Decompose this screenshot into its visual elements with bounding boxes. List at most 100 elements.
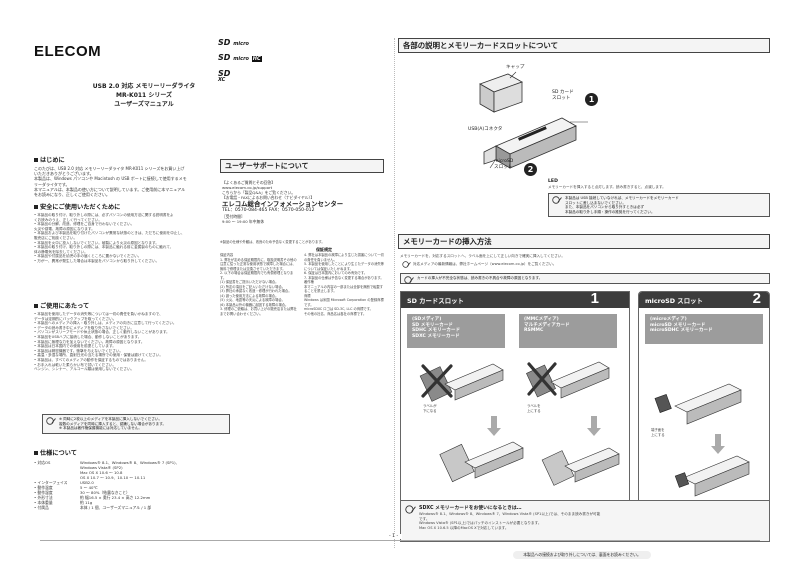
caution-section: ご使用にあたって • 本製品を使用したデータの消失等については一切の責任を負いか… bbox=[34, 301, 234, 372]
usage-note-line: ※ 同時に2枚以上のメディアを本製品に挿入しないでください。 bbox=[59, 417, 163, 421]
terms-title: 保証規定 bbox=[316, 247, 332, 252]
safety-line: • 本製品の取り付け、取り外しの際には、必ずパソコンの使用方法に関する説明書をよ bbox=[34, 213, 174, 217]
usage-note-line: ※ 本製品は著作権保護機能には対応していません。 bbox=[59, 426, 142, 431]
caution-title-text: ご使用にあたって bbox=[40, 303, 90, 310]
parts-header: 各部の説明とメモリーカードスロットについて bbox=[398, 38, 770, 53]
middle-column: SD micro SD micro HC SD XC ユーザーサポートについて … bbox=[218, 38, 386, 548]
micro-logo-text: micro bbox=[233, 41, 249, 47]
insert-note-box: カードの挿入が不完全な状態は、読み書きの不具合や故障の原因となります。 bbox=[400, 273, 770, 284]
microsd-slot-number: 2 bbox=[752, 290, 761, 307]
spec-row: • 付属品本体 / 1 個、ユーザーズマニュアル / 1 部 bbox=[34, 505, 234, 510]
intro-text: このたびは、USB 2.0 対応 メモリーリーダライタ MR-K011 シリーズ… bbox=[34, 166, 234, 197]
safety-section: 安全にご使用いただくために • 本製品の取り付け、取り外しの際には、必ずパソコン… bbox=[34, 202, 234, 264]
led-title: LED bbox=[548, 179, 558, 184]
spec-row: • インターフェイス USB2.0 bbox=[34, 480, 234, 485]
microsd-slot-label: microSD スロット bbox=[494, 159, 514, 170]
intro-line: リーダライタです。 bbox=[34, 181, 70, 187]
usage-note-text: ※ 同時に2枚以上のメディアを本製品に挿入しないでください。 複数のメディアを同… bbox=[59, 417, 226, 431]
support-header: ユーザーサポートについて bbox=[220, 159, 384, 173]
sd-insert-illustration bbox=[419, 361, 620, 486]
intro-title-text: はじめに bbox=[40, 157, 65, 164]
intro-line: 本マニュアルは、本製品の使い方について説明しています。ご使用前に本マニュアル bbox=[34, 186, 186, 192]
caution-line: • 本製品をUSBハブに接続した場合、動作しないことがあります。 bbox=[34, 334, 142, 339]
spec-value: 約 幅16.5 × 奥行 23.4 × 高さ 12.2mm bbox=[80, 495, 151, 500]
correct-insert-right bbox=[541, 447, 620, 486]
support-line: TEL：0570-084-465 FAX：0570-050-012 bbox=[222, 208, 315, 213]
spec-value: Windows® 8.1、Windows® 8、Windows® 7 (SP1)… bbox=[80, 460, 180, 465]
right-column: 各部の説明とメモリーカードスロットについて キャップ SD カード スロット 1… bbox=[398, 38, 774, 559]
sd-slot-label: SD カード スロット bbox=[552, 90, 574, 101]
terms-line: Windows は米国 Microsoft Corporation の登録商標で… bbox=[304, 298, 384, 307]
footer-band: 本製品への接続および取り外しについては、裏面をお読みください。 bbox=[442, 550, 722, 559]
caution-line: • 本製品を使用したデータの消失等については一切の責任を負いかねますので、 bbox=[34, 312, 163, 316]
sd-label-note-a: ラベルが 下になる bbox=[423, 404, 437, 413]
sd-logo-text: SD bbox=[218, 53, 231, 62]
section-marker bbox=[34, 303, 38, 308]
sdxc-line: Windows® 8.1、Windows® 8、Windows® 7、Windo… bbox=[419, 512, 601, 516]
bottom-rule bbox=[40, 540, 760, 541]
safety-line: • 本製品を火中に投入しないでください。破裂により火災の原因となります。 bbox=[34, 240, 159, 245]
terms-line: 3. 修理のご依頼は、お買い上げの販売店または弊社までお問い合わせください。 bbox=[220, 307, 297, 316]
left-column: ELECOM USB 2.0 対応 メモリーリーダライタ MR-K011 シリー… bbox=[34, 38, 234, 558]
pencil-note-icon bbox=[405, 505, 416, 514]
parts-note-line: また、本製品をパソコンから取り外すときは必ず bbox=[565, 205, 645, 210]
sdxc-text: Windows® 8.1、Windows® 8、Windows® 7、Windo… bbox=[419, 512, 765, 530]
safety-line: 体の静電気を除去してください。 bbox=[34, 249, 88, 254]
media-item: (MMCメディア) bbox=[524, 317, 559, 322]
cap-illustration bbox=[479, 73, 523, 113]
safety-text: • 本製品の取り付け、取り外しの際には、必ずパソコンの使用方法に関する説明書をよ… bbox=[34, 213, 234, 264]
sd-label-note-b: ラベルを 上にする bbox=[527, 404, 541, 413]
caution-line: ベンジン、シンナー、アルコール類は使用しないでください。 bbox=[34, 367, 135, 372]
spec-value: OS X 10.7 ～ 10.9、10.10 ～ 10.11 bbox=[80, 475, 146, 480]
microsd-label-note: 端子面を 上にする bbox=[651, 428, 665, 437]
terms-line: 保証内容 bbox=[220, 253, 234, 257]
correct-insert-left bbox=[439, 441, 524, 483]
sdxc-line: Mac OS X 10.6.5 以降のMacOS Xで対応しています。 bbox=[419, 525, 509, 530]
safety-line: • 万が一、異常が発生した場合は本製品をパソコンから取り外してください。 bbox=[34, 258, 160, 263]
spec-value: USB2.0 bbox=[80, 480, 94, 485]
caution-line: • 本製品は、すべてのメディアの動作を保証するものではありません。 bbox=[34, 357, 148, 362]
terms-line: 6. 保証は日本国内においてのみ有効です。 bbox=[304, 271, 368, 275]
cover-title: USB 2.0 対応 メモリーリーダライタ MR-K011 シリーズ ユーザーズ… bbox=[54, 82, 234, 109]
support-line: エレコム総合インフォメーションセンター bbox=[222, 200, 344, 208]
sd-slot-band: SD カードスロット 1 bbox=[401, 290, 629, 308]
intro-line: 本製品は、Windows パソコンや Macintosh の USB ポートに接… bbox=[34, 176, 187, 182]
spec-value: 5 ～ 40℃ bbox=[80, 485, 98, 490]
usb-connector-label: USB(A)コネクタ bbox=[468, 127, 503, 132]
media-item: RSMMC bbox=[524, 328, 544, 334]
caution-line: • データの読み書き中にメディアを取り外さないでください。 bbox=[34, 325, 134, 330]
column-divider bbox=[394, 38, 395, 548]
page-number: - 1 - bbox=[385, 534, 403, 539]
sdxc-logo: SD XC bbox=[218, 70, 230, 83]
support-footnote: ※製品の仕様や外観は、改良のため予告なく変更することがあります。 bbox=[220, 240, 325, 244]
microsd-insert-illustration bbox=[654, 383, 750, 497]
sdhc-logo: SD micro HC bbox=[218, 53, 262, 62]
terms-line: (5) 火災、地震等の天災による故障の場合。 bbox=[220, 298, 285, 302]
spec-row: Mac OS X 10.6 ～ 10.8 bbox=[34, 470, 234, 475]
section-marker bbox=[34, 450, 38, 455]
caution-line: • 高温・多湿な場所、直射日光の当たる場所での使用・保管は避けてください。 bbox=[34, 353, 163, 358]
cap-label: キャップ bbox=[506, 65, 525, 70]
media-item: (SDメディア) bbox=[412, 317, 442, 322]
safety-line: 販売店にご相談ください。 bbox=[34, 235, 78, 240]
led-text: メモリーカードを挿入すると点灯します。読み書きすると、点滅します。 bbox=[548, 185, 666, 189]
section-marker bbox=[34, 157, 38, 162]
sdxc-title: SDXC メモリーカードをお使いになるときは… bbox=[419, 506, 522, 511]
caution-title: ご使用にあたって bbox=[34, 301, 234, 310]
terms-line: その他の社名、商品名は各社の商標です。 bbox=[304, 311, 367, 316]
media-item: microSD メモリーカード bbox=[650, 322, 706, 328]
safety-line: • 本製品および本製品を取り付けたパソコンが異常な状態のときは、ただちに使用を中… bbox=[34, 231, 185, 236]
xc-logo-text: XC bbox=[218, 77, 226, 83]
terms-line: 本マニュアルの内容の一部または全部を無断で転載することを禁止します。 bbox=[304, 284, 384, 294]
usage-note-box: ※ 同時に2枚以上のメディアを本製品に挿入しないでください。 複数のメディアを同… bbox=[42, 414, 230, 434]
spec-key: • インターフェイス bbox=[34, 480, 68, 485]
spec-value: 30 ～ 80%（結露なきこと） bbox=[80, 490, 130, 495]
caution-line: • 本製品に無理な力を加えないでください。故障の原因となります。 bbox=[34, 339, 145, 344]
sd-slot-number: 1 bbox=[590, 290, 599, 307]
parts-note-line: スロットに差し込まないでください。 bbox=[565, 200, 626, 205]
insert-intro: メモリーカードを、対応するスロットへ、ラベル面を上にして正しい向きで確実に挿入し… bbox=[400, 254, 565, 258]
